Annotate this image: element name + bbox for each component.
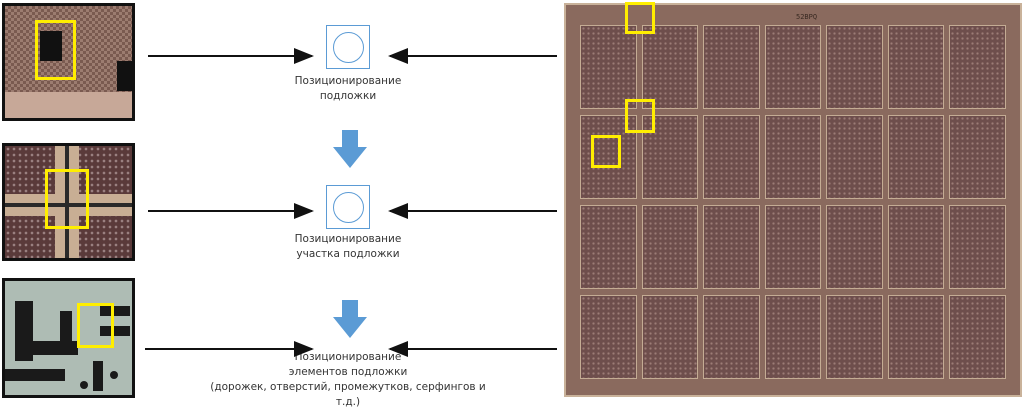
down-arrow-2 <box>333 300 367 338</box>
die-cell <box>641 205 698 289</box>
step-1-icon <box>326 25 370 69</box>
die-cell <box>641 25 698 109</box>
die-cell <box>887 295 944 379</box>
die-cell <box>826 295 883 379</box>
chip-marking: 52BPQ <box>796 13 818 21</box>
die-cell <box>641 115 698 199</box>
die-cell <box>703 295 760 379</box>
die-cell <box>764 25 821 109</box>
thumbnail-substrate-elements <box>2 278 135 398</box>
thumbnail-substrate-region <box>2 143 135 261</box>
die-cell <box>887 205 944 289</box>
die-cell <box>703 25 760 109</box>
die-cell <box>580 295 637 379</box>
die-cell <box>641 295 698 379</box>
down-arrow-1 <box>333 130 367 168</box>
die-cell <box>580 25 637 109</box>
die-cell <box>949 25 1006 109</box>
die-cell <box>764 115 821 199</box>
highlight-box-junction <box>625 99 655 133</box>
highlight-box-region <box>591 135 621 168</box>
die-cell <box>949 295 1006 379</box>
die-cell <box>764 295 821 379</box>
die-cell <box>826 25 883 109</box>
die-cell <box>949 115 1006 199</box>
highlight-box <box>35 20 76 80</box>
die-cell <box>887 115 944 199</box>
thumbnail-substrate-edge <box>2 3 135 121</box>
die-cell <box>580 205 637 289</box>
highlight-box-edge <box>625 2 655 34</box>
die-cell <box>703 115 760 199</box>
die-cell <box>764 205 821 289</box>
die-cell <box>580 115 637 199</box>
highlight-box <box>77 303 114 348</box>
highlight-box <box>45 169 89 229</box>
die-cell <box>826 115 883 199</box>
chip-die-image: 52BPQ <box>564 2 1022 397</box>
die-cell <box>703 205 760 289</box>
die-cell <box>949 205 1006 289</box>
die-cell <box>826 205 883 289</box>
step-2-icon <box>326 185 370 229</box>
die-cell <box>887 25 944 109</box>
